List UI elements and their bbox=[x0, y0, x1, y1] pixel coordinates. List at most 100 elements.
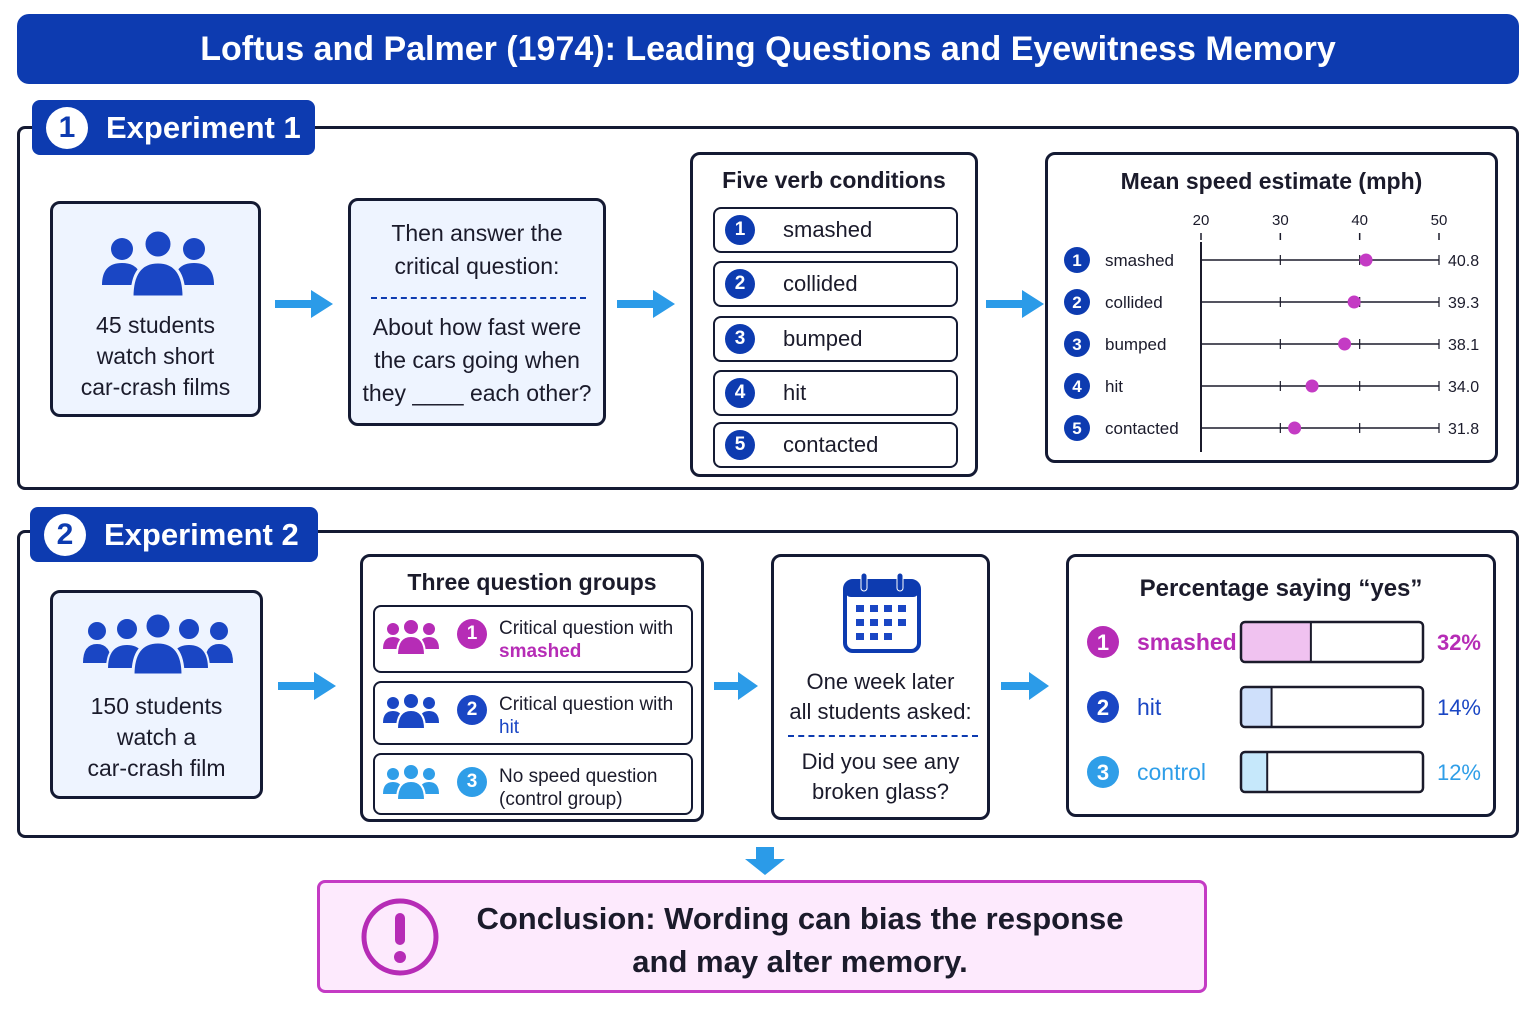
participants-line: watch a bbox=[116, 724, 197, 750]
question-text-line: About how fast were bbox=[372, 314, 582, 340]
participants-box-exp2: 150 students watch a car-crash film bbox=[50, 590, 263, 799]
row-number: 3 bbox=[1072, 335, 1081, 354]
bar-outline bbox=[1239, 685, 1425, 729]
verb-label: contacted bbox=[783, 432, 879, 457]
group-description: No speed question bbox=[499, 766, 658, 787]
verb-label: hit bbox=[783, 380, 807, 405]
row-number: 2 bbox=[1072, 293, 1081, 312]
row-number: 1 bbox=[1097, 630, 1109, 655]
group-verb: hit bbox=[499, 717, 520, 738]
category-label: bumped bbox=[1105, 335, 1166, 354]
chart-row: 1 smashed 40.8 bbox=[1064, 247, 1479, 273]
row-number-badge bbox=[1064, 415, 1090, 441]
arrow-right-icon bbox=[1001, 672, 1049, 700]
group-number-badge: 2 bbox=[457, 695, 487, 725]
question-text-line: they ____ each other? bbox=[362, 380, 592, 406]
question-group-item: 3 No speed question (control group) bbox=[373, 753, 693, 815]
category-label: smashed bbox=[1105, 251, 1174, 270]
condition-number-badge: 3 bbox=[725, 324, 755, 354]
group-number-badge: 3 bbox=[457, 767, 487, 797]
experiment-2-section bbox=[17, 530, 1519, 838]
row-number-badge bbox=[1064, 373, 1090, 399]
category-label: hit bbox=[1105, 377, 1123, 396]
row-number: 4 bbox=[1072, 377, 1082, 396]
row-number-badge bbox=[1087, 626, 1119, 658]
exclamation-icon bbox=[361, 898, 439, 976]
category-label: collided bbox=[1105, 293, 1163, 312]
chart-title: Mean speed estimate (mph) bbox=[1120, 168, 1423, 194]
data-label: 14% bbox=[1437, 695, 1481, 720]
bar-fill bbox=[1241, 622, 1311, 662]
category-label: control bbox=[1137, 759, 1206, 785]
row-number: 1 bbox=[1072, 251, 1081, 270]
x-tick-label: 20 bbox=[1193, 212, 1210, 229]
condition-number-badge: 4 bbox=[725, 378, 755, 408]
question-groups-box: Three question groups 1 Critical questio… bbox=[360, 554, 704, 822]
category-label: smashed bbox=[1137, 629, 1237, 655]
calendar-icon bbox=[843, 572, 921, 653]
follow-up-line: One week later bbox=[806, 669, 955, 694]
follow-up-question: broken glass? bbox=[812, 779, 949, 804]
row-number: 2 bbox=[1097, 695, 1109, 720]
bar-row: 2 hit 14% bbox=[1087, 685, 1481, 729]
arrow-right-icon bbox=[986, 290, 1044, 318]
row-number: 5 bbox=[1072, 419, 1081, 438]
users-icon bbox=[102, 229, 214, 299]
data-point bbox=[1288, 421, 1302, 435]
experiment-1-label: 1 Experiment 1 bbox=[32, 100, 315, 155]
users-icon bbox=[83, 613, 233, 677]
page-title: Loftus and Palmer (1974): Leading Questi… bbox=[17, 14, 1519, 84]
participants-line: car-crash films bbox=[80, 374, 231, 400]
users-icon bbox=[383, 764, 439, 801]
participants-line: 45 students bbox=[96, 312, 215, 338]
follow-up-box: One week later all students asked: Did y… bbox=[771, 554, 990, 820]
divider bbox=[788, 735, 978, 737]
bar-fill bbox=[1241, 752, 1268, 792]
arrow-right-icon bbox=[714, 672, 758, 700]
experiment-2-label: 2 Experiment 2 bbox=[30, 507, 318, 562]
bar-row: 3 control 12% bbox=[1087, 750, 1481, 794]
experiment-1-title: Experiment 1 bbox=[106, 109, 301, 145]
users-icon bbox=[383, 693, 439, 730]
x-tick-label: 50 bbox=[1431, 212, 1448, 229]
users-icon bbox=[383, 619, 439, 656]
question-groups-title: Three question groups bbox=[407, 569, 657, 595]
data-point bbox=[1338, 337, 1352, 351]
data-point bbox=[1359, 253, 1373, 267]
question-group-item: 2 Critical question with hit bbox=[373, 681, 693, 745]
data-label: 38.1 bbox=[1448, 337, 1479, 354]
verb-condition-item: 4 hit bbox=[713, 370, 958, 416]
participants-line: car-crash film bbox=[87, 755, 226, 781]
chart-title: Percentage saying “yes” bbox=[1139, 575, 1423, 602]
data-label: 40.8 bbox=[1448, 253, 1479, 270]
x-tick-label: 30 bbox=[1272, 212, 1289, 229]
row-number-badge bbox=[1087, 691, 1119, 723]
experiment-2-number: 2 bbox=[44, 513, 86, 556]
participants-line: 150 students bbox=[90, 693, 223, 719]
verb-conditions-box: Five verb conditions 1 smashed 2 collide… bbox=[690, 152, 978, 477]
row-number-badge bbox=[1064, 247, 1090, 273]
bar-outline bbox=[1239, 620, 1425, 664]
x-tick-label: 40 bbox=[1351, 212, 1368, 229]
group-verb: smashed bbox=[499, 641, 582, 662]
arrow-right-icon bbox=[617, 290, 675, 318]
category-label: hit bbox=[1137, 694, 1162, 720]
verb-label: collided bbox=[783, 271, 858, 296]
group-verb: (control group) bbox=[499, 789, 623, 810]
verb-condition-item: 2 collided bbox=[713, 261, 958, 307]
data-label: 31.8 bbox=[1448, 421, 1479, 438]
data-label: 12% bbox=[1437, 760, 1481, 785]
row-number: 3 bbox=[1097, 760, 1109, 785]
participants-line: watch short bbox=[96, 343, 215, 369]
group-description: Critical question with bbox=[499, 618, 674, 639]
conclusion-box: Conclusion: Wording can bias the respons… bbox=[317, 880, 1207, 993]
verb-condition-item: 3 bumped bbox=[713, 316, 958, 362]
experiment-1-section bbox=[17, 126, 1519, 490]
bar-outline bbox=[1239, 750, 1425, 794]
verb-conditions-title: Five verb conditions bbox=[722, 167, 946, 193]
